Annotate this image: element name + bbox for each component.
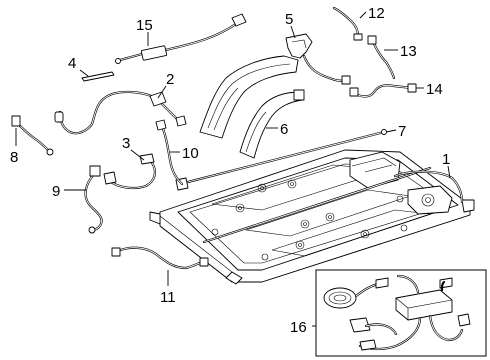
- callout-5: 5: [285, 11, 293, 28]
- part-4-clip: [81, 71, 115, 82]
- leader-lines: [15, 11, 451, 327]
- part-2-harness: [54, 90, 187, 135]
- callout-3: 3: [122, 135, 130, 152]
- part-1-cable: [393, 170, 464, 204]
- battery-pack-assembly: [149, 149, 475, 285]
- callout-4: 4: [68, 55, 76, 72]
- part-16-charger-cord: [323, 274, 471, 351]
- part-15-module-cable: [115, 13, 247, 64]
- callout-10: 10: [182, 145, 199, 162]
- callout-11: 11: [160, 289, 176, 306]
- callout-12: 12: [368, 5, 385, 22]
- callout-15: 15: [136, 17, 153, 34]
- part-14-hose: [349, 83, 417, 98]
- callout-6: 6: [280, 121, 288, 138]
- callout-2: 2: [166, 71, 174, 88]
- part-12-hose: [332, 6, 363, 41]
- part-6-duct: [239, 89, 305, 159]
- part-8-sensor-harness: [11, 115, 54, 156]
- callout-8: 8: [10, 149, 18, 166]
- callout-9: 9: [52, 183, 60, 200]
- callout-1: 1: [442, 151, 450, 168]
- part-3-cable: [103, 153, 156, 190]
- part-13-hose: [367, 35, 396, 80]
- callout-13: 13: [400, 43, 417, 60]
- callout-labels: 1 2 3 4 5 6 7 8 9 10 11 12 13 14 15 16: [10, 5, 450, 336]
- air-duct: [199, 55, 299, 139]
- part-9-harness: [84, 165, 103, 234]
- callout-14: 14: [426, 81, 443, 98]
- part-5-bracket-cable: [285, 33, 351, 85]
- callout-7: 7: [398, 123, 406, 140]
- callout-16: 16: [290, 319, 307, 336]
- part-11-cable: [111, 246, 209, 270]
- part-10-cable: [155, 119, 184, 186]
